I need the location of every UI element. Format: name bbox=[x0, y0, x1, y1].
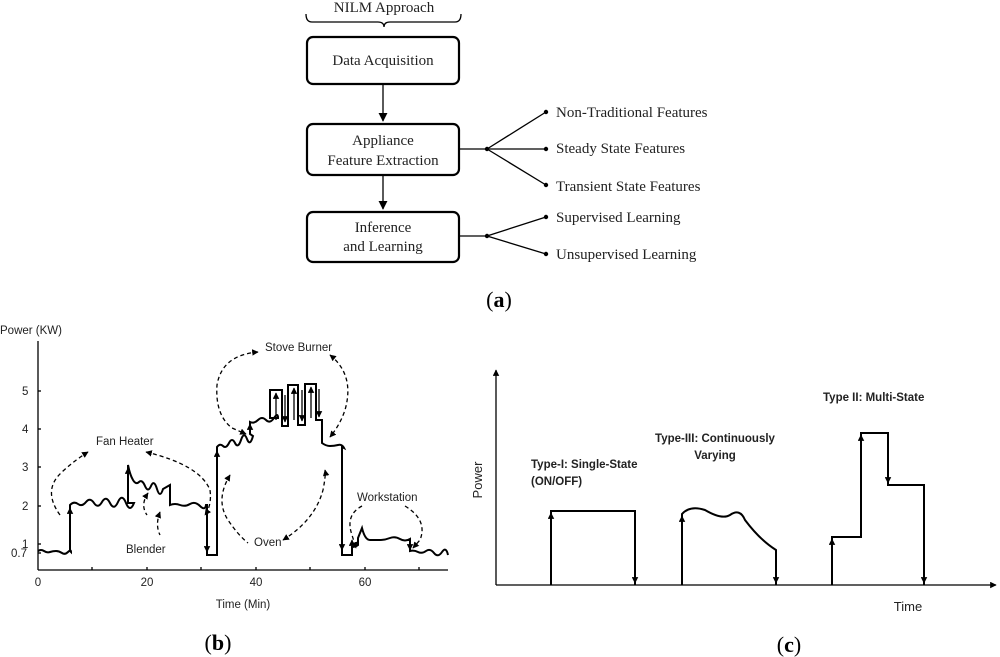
feature-branch-line-1 bbox=[486, 111, 547, 150]
type3-trace bbox=[681, 507, 777, 585]
oven-arrow-right bbox=[282, 469, 330, 541]
panel-b: Power (KW) 0.7 1 2 3 4 5 0 20 40 60 Time… bbox=[0, 325, 449, 655]
stove-arrow-right bbox=[329, 354, 349, 438]
type2-label: Type II: Multi-State bbox=[823, 392, 924, 404]
type1-trace bbox=[550, 510, 636, 585]
type2-trace bbox=[831, 432, 925, 585]
non-traditional-features-label: Non-Traditional Features bbox=[556, 105, 708, 121]
fan-heater-label: Fan Heater bbox=[96, 436, 154, 448]
y-tick-2: 2 bbox=[22, 501, 28, 513]
header-brace bbox=[305, 13, 462, 28]
blender-arrow-left bbox=[142, 492, 149, 516]
feature-branch-dot-2 bbox=[543, 146, 549, 152]
stove-burner-label: Stove Burner bbox=[265, 342, 332, 354]
type1-label-1: Type-I: Single-State bbox=[531, 459, 638, 471]
y-tick-1: 1 bbox=[22, 539, 28, 551]
power-kw-axis-label: Power (KW) bbox=[0, 325, 62, 337]
feature-branch-line-3 bbox=[486, 148, 547, 186]
y-tick-5: 5 bbox=[22, 386, 28, 398]
workstation-label: Workstation bbox=[357, 492, 418, 504]
time-axis-label: Time bbox=[894, 599, 922, 614]
learning-branch-dot-1 bbox=[543, 214, 549, 220]
caption-a: (a) bbox=[486, 287, 512, 312]
workstation-arrow-right bbox=[404, 505, 423, 549]
y-tick-4: 4 bbox=[22, 424, 29, 436]
inference-label-2: and Learning bbox=[343, 239, 423, 255]
feature-branch-dot-1 bbox=[543, 109, 549, 115]
caption-b: (b) bbox=[205, 630, 232, 655]
unsupervised-learning-label: Unsupervised Learning bbox=[556, 247, 697, 263]
feature-extraction-label-1: Appliance bbox=[352, 133, 414, 149]
type3-label-2: Varying bbox=[694, 450, 736, 462]
y-tick-0-7: 0.7 bbox=[11, 548, 27, 560]
x-tick-0: 0 bbox=[35, 577, 41, 589]
x-tick-40: 40 bbox=[250, 577, 263, 589]
x-tick-20: 20 bbox=[141, 577, 154, 589]
oven-arrow-left bbox=[221, 474, 249, 544]
type3-label-1: Type-III: Continuously bbox=[655, 433, 775, 445]
fan-heater-arrow-left bbox=[50, 451, 89, 516]
inference-label-1: Inference bbox=[355, 220, 412, 236]
workstation-arrow-left bbox=[349, 505, 363, 549]
stove-arrow-left bbox=[216, 349, 259, 435]
blender-arrow-right bbox=[154, 511, 161, 536]
data-acquisition-label: Data Acquisition bbox=[332, 53, 434, 69]
learning-branch-line-2 bbox=[486, 235, 547, 255]
learning-branch-dot-2 bbox=[543, 251, 549, 257]
transient-state-features-label: Transient State Features bbox=[556, 179, 701, 195]
feature-extraction-label-2: Feature Extraction bbox=[327, 153, 439, 169]
steady-state-features-label: Steady State Features bbox=[556, 141, 685, 157]
nilm-approach-header: NILM Approach bbox=[334, 0, 435, 16]
power-axis-label: Power bbox=[470, 461, 485, 499]
panel-a: NILM Approach Data Acquisition Appliance… bbox=[305, 0, 708, 312]
supervised-learning-label: Supervised Learning bbox=[556, 210, 681, 226]
inference-learning-box bbox=[305, 210, 461, 264]
panel-c: Power Time Type-I: Single-State (ON/OFF)… bbox=[470, 369, 997, 657]
feature-branch-dot-3 bbox=[543, 182, 549, 188]
type1-label-2: (ON/OFF) bbox=[531, 476, 582, 488]
y-tick-3: 3 bbox=[22, 462, 28, 474]
x-tick-60: 60 bbox=[359, 577, 372, 589]
blender-label: Blender bbox=[126, 544, 166, 556]
learning-branch-line-1 bbox=[486, 216, 547, 237]
oven-label: Oven bbox=[254, 537, 282, 549]
power-trace bbox=[37, 383, 449, 557]
caption-c: (c) bbox=[777, 632, 801, 657]
time-min-axis-label: Time (Min) bbox=[216, 599, 271, 611]
